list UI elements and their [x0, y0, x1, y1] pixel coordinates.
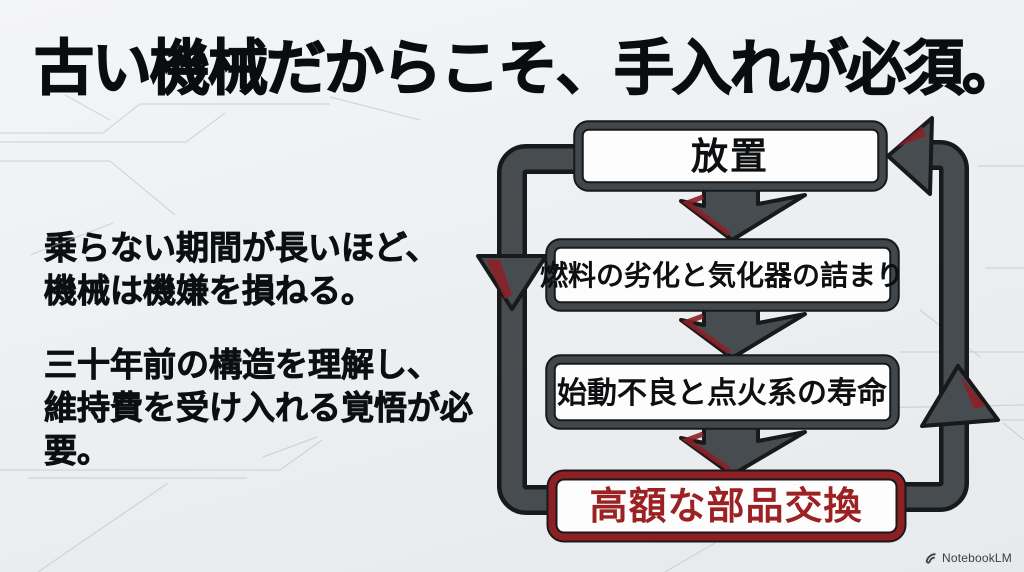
- left-loop-arrow: [476, 144, 580, 515]
- red-accent: [960, 376, 986, 409]
- body-paragraph-2: 三十年前の構造を理解し、 維持費を受け入れる覚悟が必要。: [44, 343, 514, 472]
- red-accent: [897, 126, 926, 147]
- node-label: 高額な部品交換: [589, 485, 862, 528]
- watermark-label: NotebookLM: [941, 551, 1012, 565]
- up-arrowhead: [920, 364, 1000, 428]
- red-accent: [681, 313, 731, 355]
- down-arrow-1: [679, 185, 807, 242]
- node-parts-replacement: 高額な部品交換: [546, 469, 907, 543]
- body-line: 機械は機嫌を損ねる。: [44, 272, 375, 310]
- node-fuel-degradation: 燃料の劣化と気化器の詰まり: [540, 238, 904, 312]
- red-accent: [681, 431, 731, 472]
- body-line: 維持費を受け入れる覚悟が必要。: [44, 389, 474, 470]
- notebooklm-logo-icon: [925, 552, 936, 564]
- node-neglect: 放置: [573, 120, 888, 192]
- down-arrow-2: [679, 304, 807, 360]
- body-line: 乗らない期間が長いほど、: [44, 229, 439, 267]
- node-label: 燃料の劣化と気化器の詰まり: [540, 259, 904, 291]
- red-accent: [486, 260, 512, 299]
- body-line: 三十年前の構造を理解し、: [44, 346, 441, 384]
- node-starting-failure: 始動不良と点火系の寿命: [545, 354, 900, 430]
- node-label: 始動不良と点火系の寿命: [557, 376, 888, 410]
- down-arrow-3: [679, 422, 807, 477]
- red-accent: [681, 194, 731, 237]
- circuit-trace-lines: [0, 94, 1024, 572]
- slide-title: 古い機械だからこそ、手入れが必須。: [33, 34, 1023, 103]
- left-arrowhead: [886, 116, 934, 196]
- notebooklm-watermark: NotebookLM: [925, 550, 1012, 566]
- body-paragraph-1: 乗らない期間が長いほど、 機械は機嫌を損ねる。: [44, 226, 514, 312]
- node-label: 放置: [691, 136, 769, 177]
- right-loop-arrow: [886, 116, 1000, 512]
